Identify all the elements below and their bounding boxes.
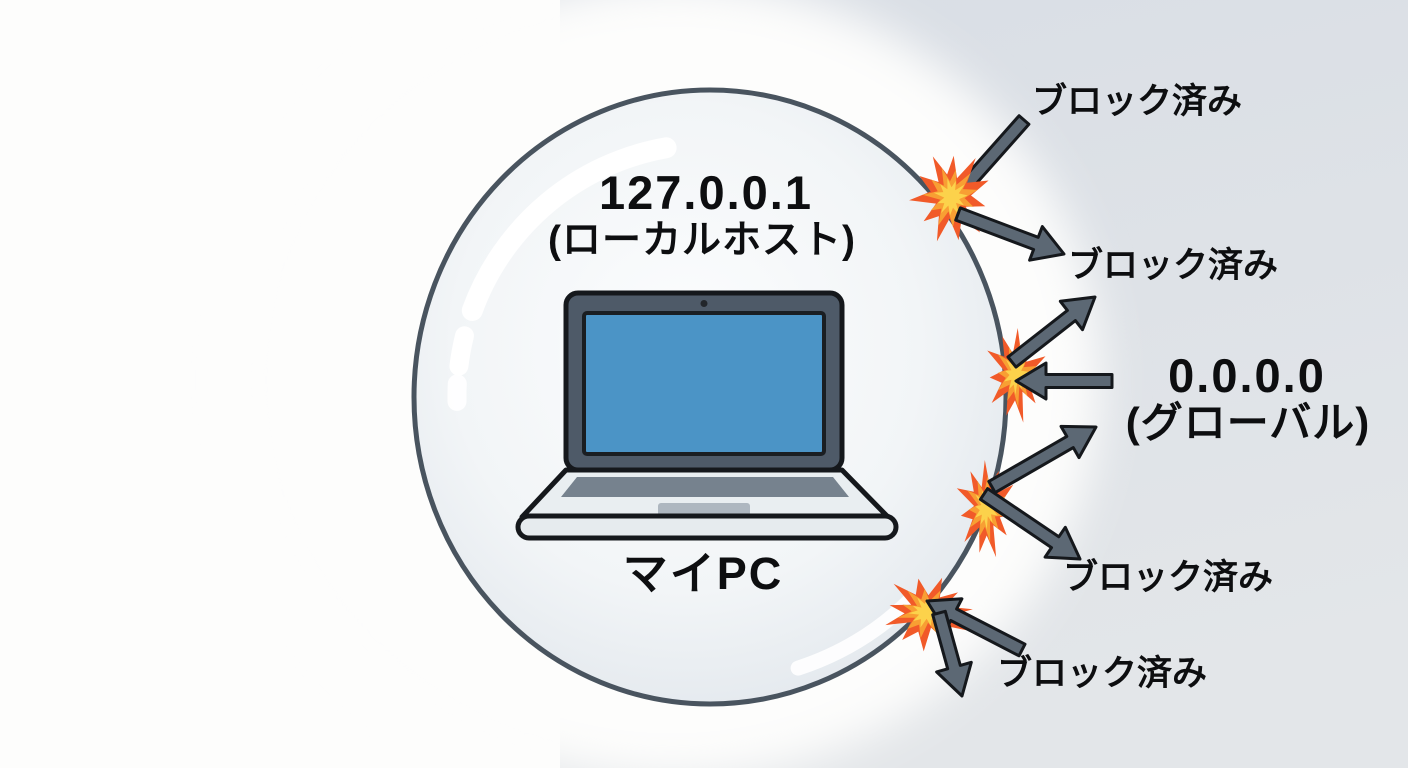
laptop-bottom-bar — [515, 513, 899, 541]
spark-core — [933, 178, 968, 216]
traffic-arrows — [925, 206, 1114, 698]
bubble-highlight-dash — [449, 326, 474, 376]
laptop-webcam — [700, 300, 708, 307]
arrow-attack-global — [1014, 361, 1114, 401]
blocked-label: ブロック済み — [1063, 558, 1274, 597]
blocked-label: ブロック済み — [997, 654, 1208, 693]
local-ip-label: 127.0.0.1 — [598, 166, 814, 219]
global-note-label: (グローバル) — [1125, 399, 1371, 446]
bubble-highlight-bottom — [790, 594, 916, 676]
arrow-deflected-bottom — [931, 609, 973, 698]
blocked-label: ブロック済み — [1032, 82, 1243, 121]
laptop-icon — [515, 290, 899, 541]
spark-bursts — [885, 155, 1047, 652]
spark-burst — [987, 328, 1047, 423]
laptop-keyboard — [561, 477, 849, 497]
arrow-deflected-top — [954, 206, 1066, 262]
global-ip-label: 0.0.0.0 — [1168, 349, 1326, 402]
arrow-deflected-mid-up — [987, 424, 1098, 495]
blocked-label: ブロック済み — [1068, 246, 1279, 285]
my-pc-label: マイPC — [622, 548, 784, 599]
localhost-note-label: (ローカルホスト) — [548, 219, 856, 262]
laptop-trackpad — [658, 503, 750, 516]
laptop-display — [582, 311, 826, 456]
arrow-deflected-upper-mid — [1006, 295, 1097, 369]
spark-core — [1004, 355, 1030, 395]
bubble-highlight-top — [461, 137, 677, 321]
arrow-deflected-mid-down — [978, 487, 1082, 561]
